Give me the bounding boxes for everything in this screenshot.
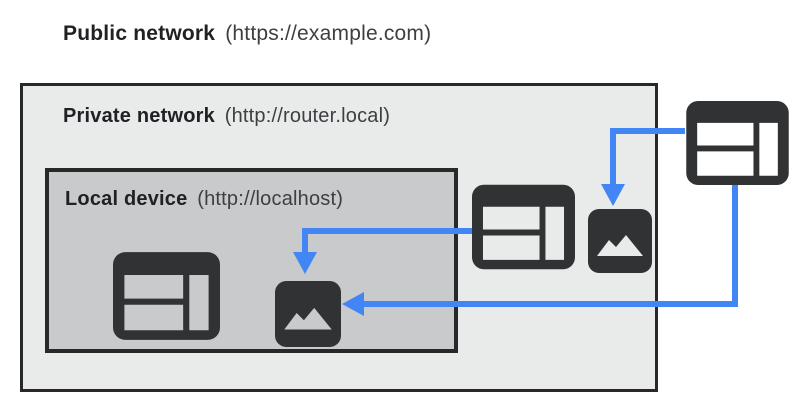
local-device-url: (http://localhost): [197, 188, 344, 210]
local-device-label: Local device (http://localhost): [65, 188, 343, 211]
image-resource-icon-local: [275, 281, 341, 347]
local-device-boundary: Local device (http://localhost): [45, 168, 458, 353]
private-network-name: Private network: [63, 105, 215, 127]
local-device-name: Local device: [65, 188, 188, 210]
browser-window-icon-public: [685, 101, 790, 185]
browser-window-icon-private: [472, 184, 575, 270]
private-network-url: (http://router.local): [224, 105, 391, 127]
public-network-url: (https://example.com): [225, 22, 432, 45]
public-network-name: Public network: [63, 22, 216, 45]
browser-window-icon-local: [113, 252, 220, 340]
private-network-label: Private network (http://router.local): [63, 105, 390, 128]
image-resource-icon-private: [588, 209, 652, 273]
public-network-label: Public network (https://example.com): [63, 22, 431, 46]
